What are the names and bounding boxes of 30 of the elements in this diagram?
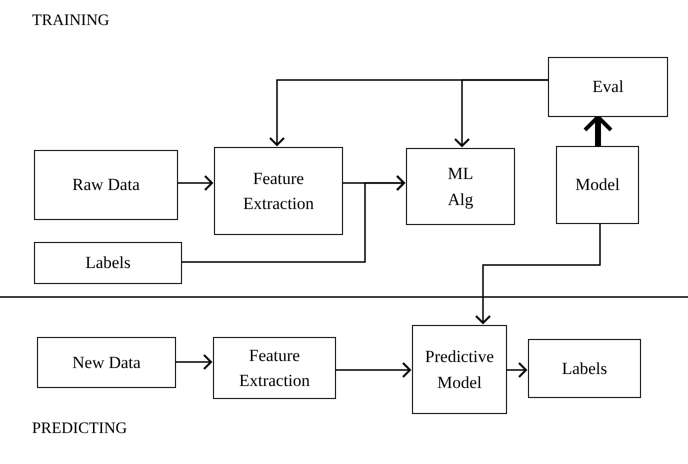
box-label: Model [575, 174, 620, 196]
box-label: Labels [562, 358, 608, 380]
arrow [507, 362, 527, 378]
box-label: New Data [72, 352, 141, 374]
box-label: Labels [85, 252, 131, 274]
process-box [213, 337, 336, 399]
box-label: Feature Extraction [238, 344, 311, 392]
arrow [182, 175, 405, 263]
arrow [454, 79, 548, 147]
box-label: Predictive Model [424, 346, 495, 394]
process-box [214, 147, 343, 235]
arrow [336, 362, 411, 378]
box-label: ML Alg [446, 163, 474, 211]
process-box [34, 150, 178, 220]
process-box [528, 339, 641, 398]
box-label: Eval [592, 76, 624, 98]
arrow [583, 115, 613, 146]
process-box [34, 242, 182, 284]
process-box [406, 148, 515, 225]
arrow [178, 175, 213, 191]
box-label: Raw Data [72, 174, 140, 196]
section-title: TRAINING [32, 12, 110, 30]
process-box [412, 325, 507, 414]
arrow [475, 224, 601, 324]
process-box [37, 337, 176, 388]
section-title: PREDICTING [32, 420, 128, 438]
arrow [176, 354, 212, 370]
box-label: Feature Extraction [242, 168, 315, 215]
process-box [556, 146, 639, 224]
process-box [548, 57, 668, 117]
